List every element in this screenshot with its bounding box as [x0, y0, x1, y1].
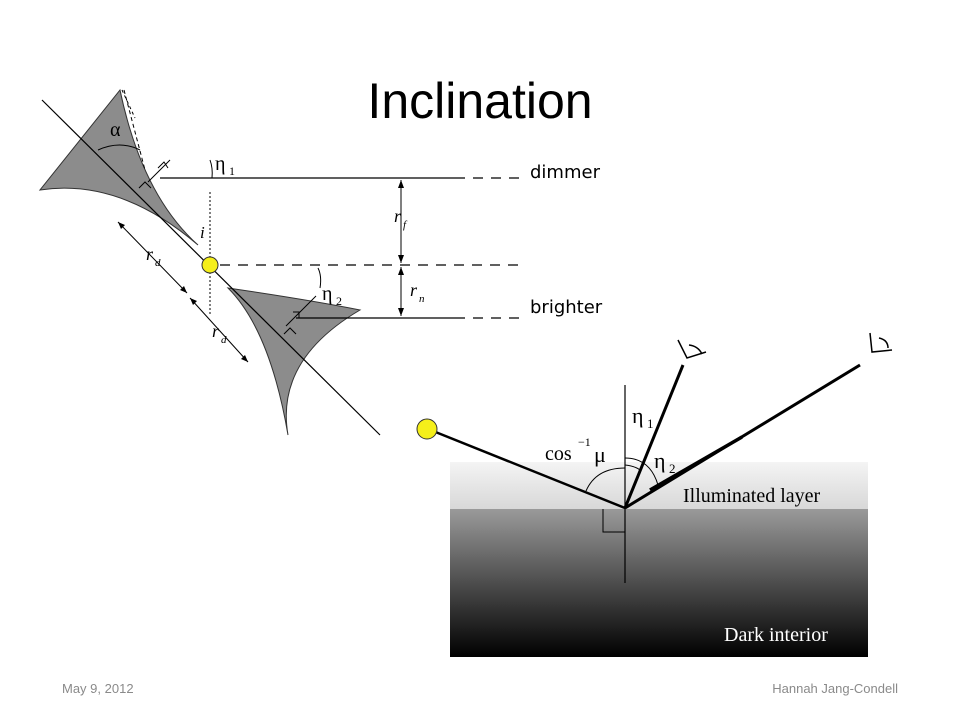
- dark-interior-band: [450, 509, 868, 657]
- illuminated-layer-label: Illuminated layer: [683, 485, 821, 507]
- mu-label: μ: [594, 442, 606, 467]
- upper-disk-wedge: [38, 88, 199, 246]
- inclination-i-label: i: [200, 223, 205, 242]
- alpha-label: α: [110, 119, 121, 141]
- brighter-label: brighter: [530, 297, 603, 318]
- star-left: [201, 256, 219, 274]
- eta1-sub-right: 1: [647, 416, 654, 431]
- rd-upper-label: r: [146, 244, 154, 264]
- observer-eye-icon: [677, 339, 707, 359]
- rf-label: r: [394, 206, 402, 226]
- rf-sub: f: [403, 219, 408, 231]
- cos-label: cos: [545, 443, 572, 465]
- rd-upper-sub: d: [155, 257, 161, 269]
- rn-sub: n: [419, 293, 425, 305]
- footer-author: Hannah Jang-Condell: [772, 681, 898, 696]
- star-right: [416, 418, 438, 440]
- dimmer-label: dimmer: [530, 162, 600, 183]
- eta2-sub-right: 2: [669, 461, 676, 476]
- eta1-label-right: η: [632, 403, 644, 428]
- eta1-label-left: η: [215, 153, 225, 175]
- eta2-label-right: η: [654, 448, 666, 473]
- rd-lower-label: r: [212, 321, 220, 341]
- lower-disk-wedge: [226, 287, 362, 436]
- observer-eye-icon: [869, 332, 893, 353]
- eta1-sub-left: 1: [229, 164, 235, 178]
- rd-lower-sub: d: [221, 334, 227, 346]
- eta2-sub-left: 2: [336, 294, 342, 308]
- dark-interior-label: Dark interior: [724, 624, 828, 646]
- cos-exponent: −1: [578, 435, 591, 449]
- rn-label: r: [410, 280, 418, 300]
- eta2-label-left: η: [322, 283, 332, 305]
- slide-title: Inclination: [367, 73, 593, 129]
- footer-date: May 9, 2012: [62, 681, 134, 696]
